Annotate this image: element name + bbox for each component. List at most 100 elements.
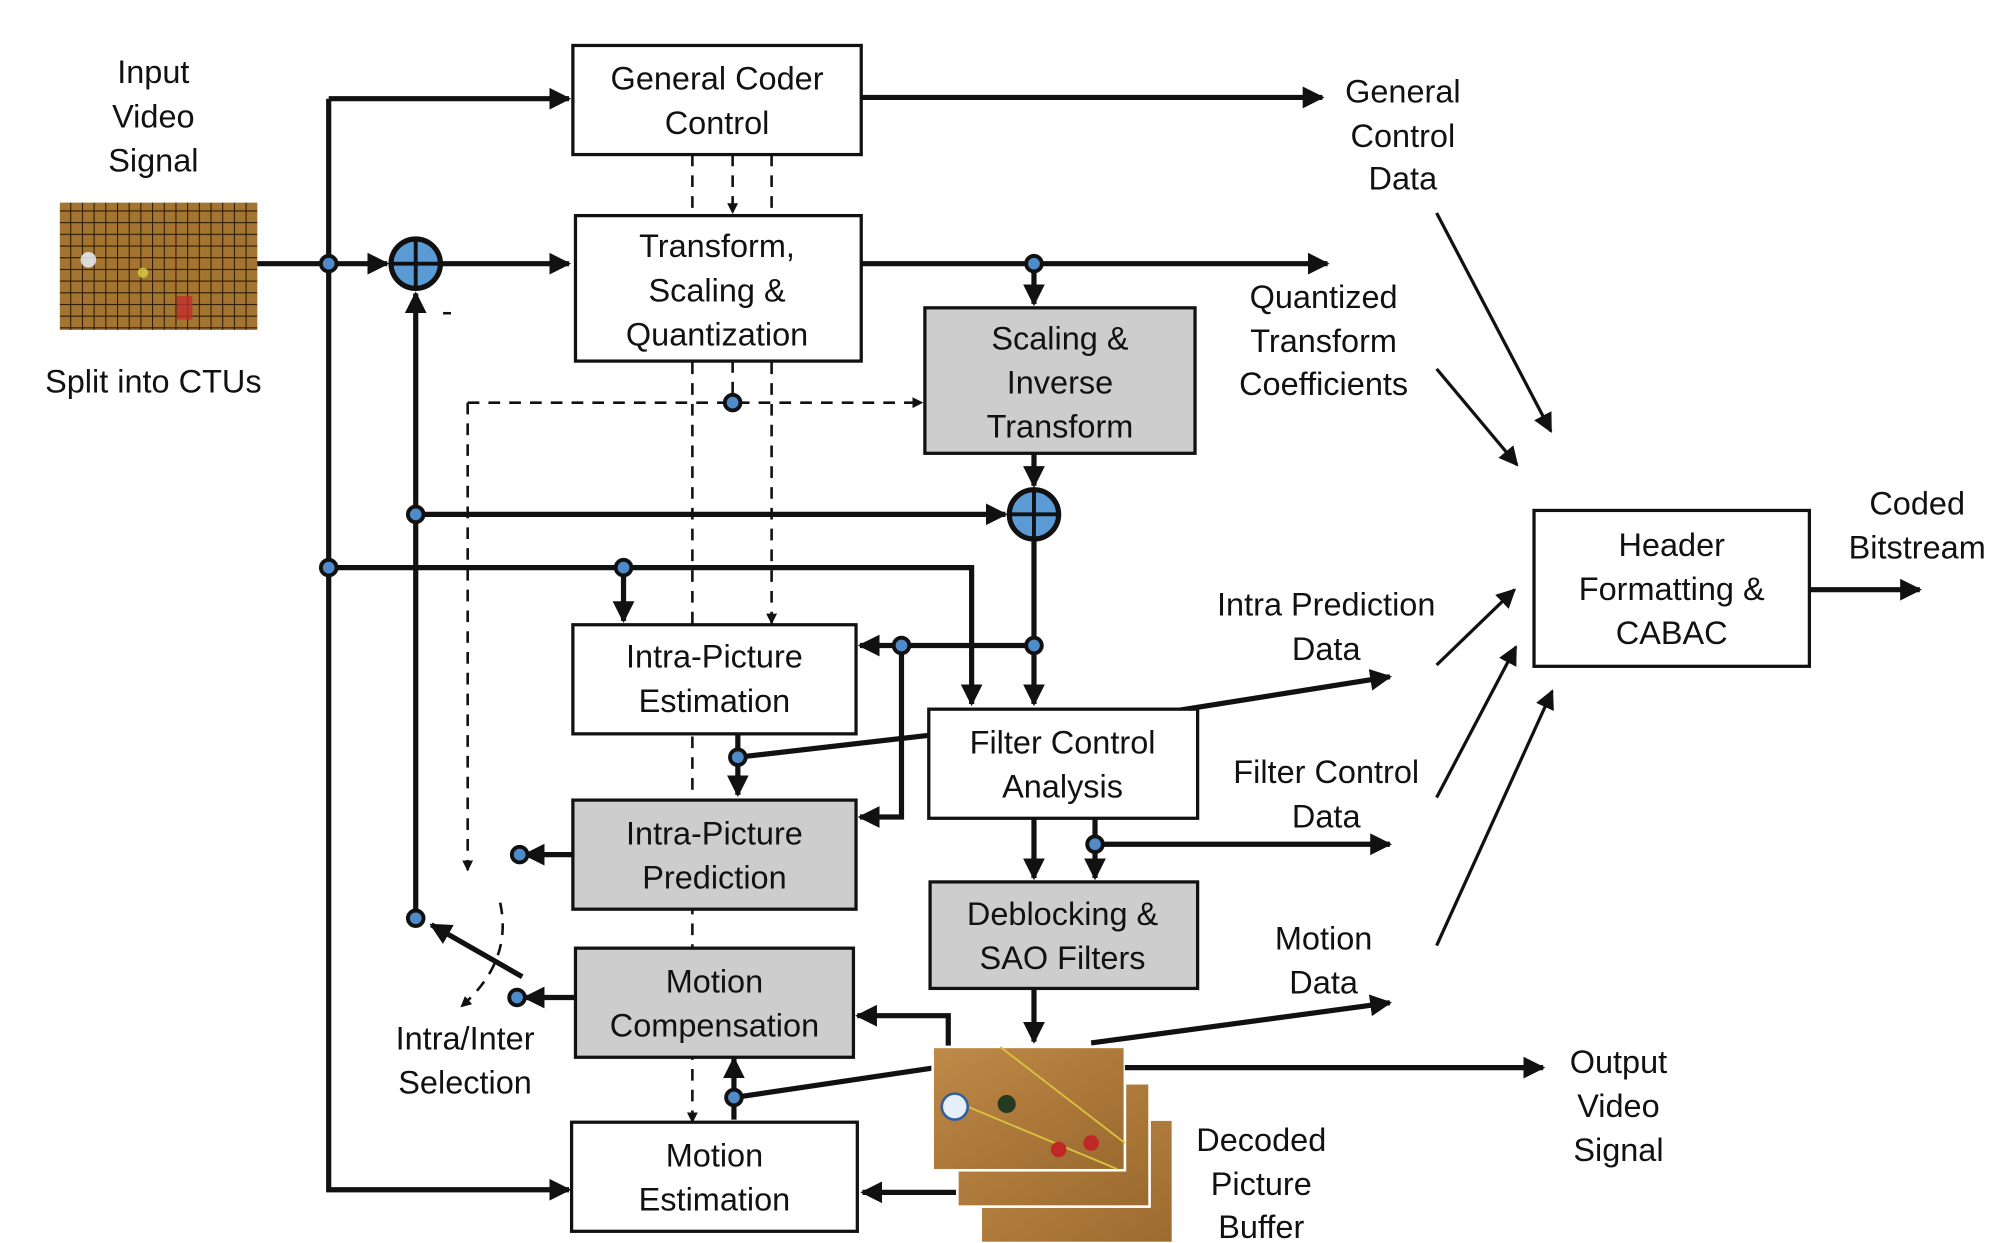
quantized-transform-coefficients-label: Quantized Transform Coefficients — [1239, 279, 1408, 402]
header-formatting-cabac-block[interactable]: Header Formatting & CABAC — [1532, 508, 1812, 668]
motion-data-label: Motion Data — [1275, 920, 1372, 1000]
svg-text:Estimation: Estimation — [639, 683, 791, 719]
motion-data-to-cabac-arrow — [1435, 689, 1554, 947]
svg-text:CABAC: CABAC — [1616, 615, 1728, 651]
general-control-to-cabac-arrow — [1435, 212, 1553, 433]
svg-text:Intra-Picture: Intra-Picture — [626, 639, 803, 675]
decoded-picture-buffer-label: Decoded Picture Buffer — [1196, 1122, 1326, 1243]
svg-text:Filter Control: Filter Control — [1233, 754, 1419, 790]
svg-text:Motion: Motion — [1275, 920, 1372, 956]
svg-text:Transform: Transform — [1250, 323, 1397, 359]
svg-text:Video: Video — [1577, 1088, 1659, 1124]
motion-estimation-block[interactable]: Motion Estimation — [569, 1120, 859, 1233]
minus-sign: - — [442, 293, 453, 329]
svg-text:Buffer: Buffer — [1218, 1209, 1304, 1243]
svg-text:Compensation: Compensation — [610, 1007, 819, 1043]
motion-data-to-dpb-line — [733, 1065, 936, 1101]
svg-text:Scaling &: Scaling & — [991, 320, 1129, 356]
motion-compensation-block[interactable]: Motion Compensation — [573, 946, 856, 1059]
svg-text:Filter Control: Filter Control — [970, 724, 1156, 760]
junction-dot — [722, 392, 743, 413]
intra-inter-selection-label: Intra/Inter Selection — [396, 1020, 535, 1100]
junction-dot — [1085, 834, 1105, 854]
svg-text:Coefficients: Coefficients — [1239, 366, 1408, 402]
svg-text:Intra Prediction: Intra Prediction — [1217, 587, 1435, 623]
svg-text:Analysis: Analysis — [1002, 768, 1123, 804]
svg-text:Inverse: Inverse — [1007, 365, 1113, 401]
svg-text:Control: Control — [665, 105, 770, 141]
svg-text:Estimation: Estimation — [639, 1182, 791, 1218]
filter-data-to-cabac-arrow — [1435, 645, 1518, 799]
svg-text:Selection: Selection — [398, 1065, 532, 1101]
svg-text:Motion: Motion — [666, 963, 763, 999]
intra-picture-prediction-block[interactable]: Intra-Picture Prediction — [571, 798, 858, 911]
to-intra-prediction-line — [857, 645, 905, 828]
svg-text:Coded: Coded — [1869, 485, 1965, 521]
svg-text:Input: Input — [117, 54, 189, 90]
svg-text:Scaling &: Scaling & — [648, 272, 786, 308]
svg-text:Transform,: Transform, — [639, 228, 795, 264]
intra-data-to-cabac-arrow — [1435, 588, 1516, 667]
svg-text:Header: Header — [1618, 527, 1725, 563]
output-video-signal-label: Output Video Signal — [1570, 1044, 1667, 1168]
deblocking-sao-filters-block[interactable]: Deblocking & SAO Filters — [928, 880, 1200, 991]
junction-dots — [318, 253, 1105, 1108]
scaling-inverse-transform-block[interactable]: Scaling & Inverse Transform — [923, 306, 1197, 455]
ctu-split-image — [59, 202, 258, 330]
junction-dot — [318, 557, 339, 578]
svg-text:Bitstream: Bitstream — [1849, 530, 1986, 566]
intra-prediction-data-line — [1168, 669, 1393, 715]
svg-text:Data: Data — [1289, 965, 1359, 1001]
svg-text:Video: Video — [112, 98, 194, 134]
svg-text:Prediction: Prediction — [642, 859, 786, 895]
junction-dot — [318, 253, 339, 274]
junction-dot — [1024, 253, 1044, 274]
filter-control-analysis-block[interactable]: Filter Control Analysis — [927, 707, 1200, 820]
svg-text:Signal: Signal — [108, 142, 198, 178]
split-into-ctus-label: Split into CTUs — [45, 363, 262, 399]
decoded-picture-buffer-images — [931, 1045, 1175, 1243]
svg-text:Data: Data — [1292, 631, 1362, 667]
svg-text:Quantized: Quantized — [1250, 279, 1398, 315]
general-control-data-label: General Control Data — [1345, 74, 1461, 197]
junction-dot — [728, 747, 748, 767]
input-to-filter-line — [328, 565, 983, 707]
svg-text:General: General — [1345, 74, 1461, 110]
svg-text:Data: Data — [1292, 798, 1362, 834]
motion-data-line — [1090, 994, 1393, 1046]
svg-text:Signal: Signal — [1573, 1132, 1663, 1168]
svg-text:SAO Filters: SAO Filters — [980, 940, 1146, 976]
reconstruction-sum-node — [1006, 487, 1062, 542]
svg-text:Picture: Picture — [1211, 1166, 1312, 1202]
svg-text:Motion: Motion — [666, 1137, 763, 1173]
junction-dot — [1024, 635, 1044, 656]
intra-prediction-data-label: Intra Prediction Data — [1217, 587, 1435, 667]
svg-text:Output: Output — [1570, 1044, 1667, 1080]
svg-text:General Coder: General Coder — [611, 61, 824, 97]
svg-text:Transform: Transform — [987, 409, 1134, 445]
svg-text:Formatting &: Formatting & — [1579, 571, 1765, 607]
general-coder-control-block[interactable]: General Coder Control — [571, 43, 863, 157]
junction-dot — [724, 1087, 744, 1108]
input-video-signal-label: Input Video Signal — [108, 54, 198, 178]
filter-control-data-label: Filter Control Data — [1233, 754, 1419, 834]
junction-dot — [613, 557, 634, 578]
intra-inter-switch-line — [429, 922, 524, 979]
junction-dot — [891, 635, 912, 656]
svg-text:Quantization: Quantization — [626, 316, 808, 352]
coefficients-to-cabac-arrow — [1435, 367, 1519, 467]
switch-contact-inter — [507, 987, 527, 1008]
subtract-sum-node — [388, 236, 444, 291]
svg-text:Decoded: Decoded — [1196, 1122, 1326, 1158]
svg-text:Intra/Inter: Intra/Inter — [396, 1020, 535, 1056]
intra-picture-estimation-block[interactable]: Intra-Picture Estimation — [571, 623, 858, 736]
svg-text:Control: Control — [1351, 118, 1456, 154]
junction-dot — [405, 504, 426, 525]
input-bus-line — [326, 98, 572, 1201]
svg-text:Data: Data — [1369, 161, 1439, 197]
dpb-to-motion-comp-line — [855, 1004, 951, 1055]
switch-contact-intra — [509, 844, 530, 865]
svg-text:Intra-Picture: Intra-Picture — [626, 815, 803, 851]
transform-scaling-quantization-block[interactable]: Transform, Scaling & Quantization — [573, 213, 863, 363]
